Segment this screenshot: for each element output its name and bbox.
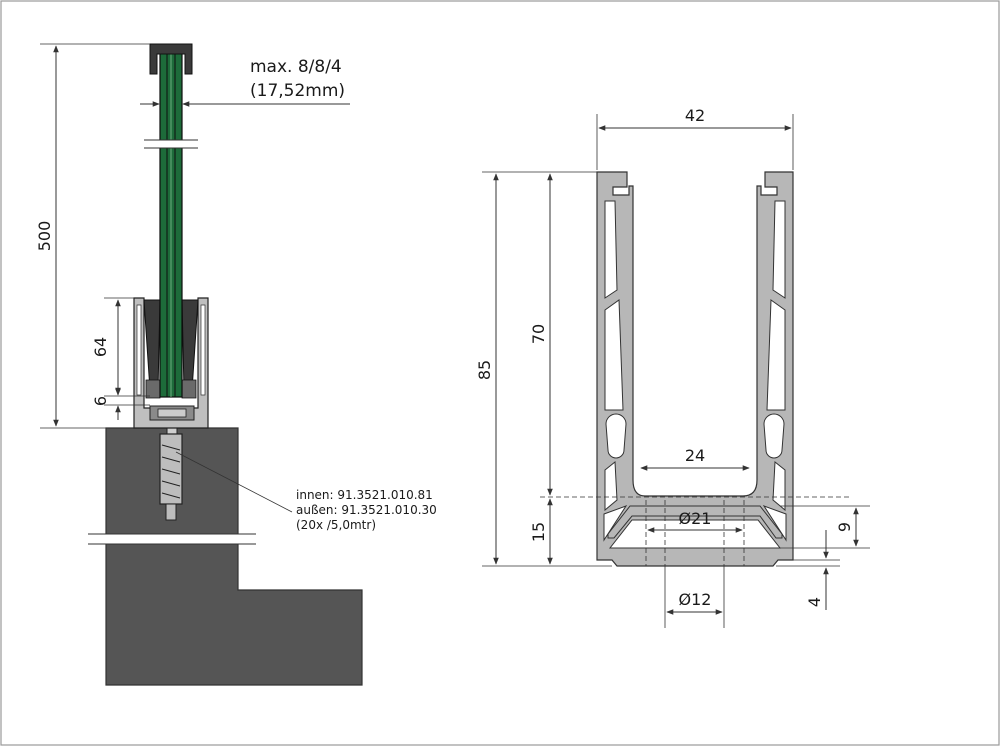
- dim-d21: Ø21: [647, 509, 743, 533]
- right-view: 42 85 70 15 24 Ø21: [475, 106, 870, 628]
- dim-9-label: 9: [835, 522, 854, 532]
- dim-64: 64: [91, 297, 150, 397]
- slab-break-line: [88, 533, 256, 545]
- left-view: 500 64 6 max. 8/8/4 (17,52mm) innen: 91.…: [35, 43, 437, 686]
- anchor-bolt: [159, 417, 183, 521]
- dim-24-label: 24: [685, 446, 705, 465]
- dim-70: 70: [529, 173, 553, 496]
- glass-note-line1: max. 8/8/4: [250, 57, 342, 77]
- glass-note: max. 8/8/4 (17,52mm): [140, 57, 350, 107]
- dim-4: 4: [776, 530, 840, 610]
- glass-break-line: [144, 139, 198, 149]
- glass-pane: [159, 51, 183, 398]
- dim-4-label: 4: [805, 597, 824, 607]
- dim-6-label: 6: [91, 396, 110, 406]
- glass-note-line2: (17,52mm): [250, 81, 345, 101]
- part-outer: außen: 91.3521.010.30: [296, 503, 437, 517]
- dim-d12: Ø12: [664, 566, 725, 628]
- dim-85-label: 85: [475, 360, 494, 380]
- dim-500: 500: [35, 43, 150, 429]
- dim-42-label: 42: [685, 106, 705, 125]
- dim-d12-label: Ø12: [679, 590, 712, 609]
- dim-500-label: 500: [35, 221, 54, 252]
- dim-9: 9: [780, 505, 870, 549]
- dim-64-label: 64: [91, 337, 110, 357]
- dim-d21-label: Ø21: [679, 509, 712, 528]
- dim-15-label: 15: [529, 522, 548, 542]
- base-profile-section: [133, 297, 209, 429]
- dim-6: 6: [91, 380, 150, 420]
- dim-85: 85: [475, 171, 612, 567]
- dim-70-label: 70: [529, 324, 548, 344]
- profile-chambers: [603, 200, 787, 549]
- wedge-gaskets: [143, 299, 199, 399]
- dim-42: 42: [596, 106, 794, 170]
- part-number-callout: innen: 91.3521.010.81 außen: 91.3521.010…: [175, 451, 437, 532]
- dim-15: 15: [529, 498, 553, 565]
- hole-centerlines: [540, 496, 850, 566]
- dim-24: 24: [640, 446, 750, 471]
- top-cap-rail: [149, 43, 193, 75]
- part-pack: (20x /5,0mtr): [296, 518, 376, 532]
- part-inner: innen: 91.3521.010.81: [296, 488, 433, 502]
